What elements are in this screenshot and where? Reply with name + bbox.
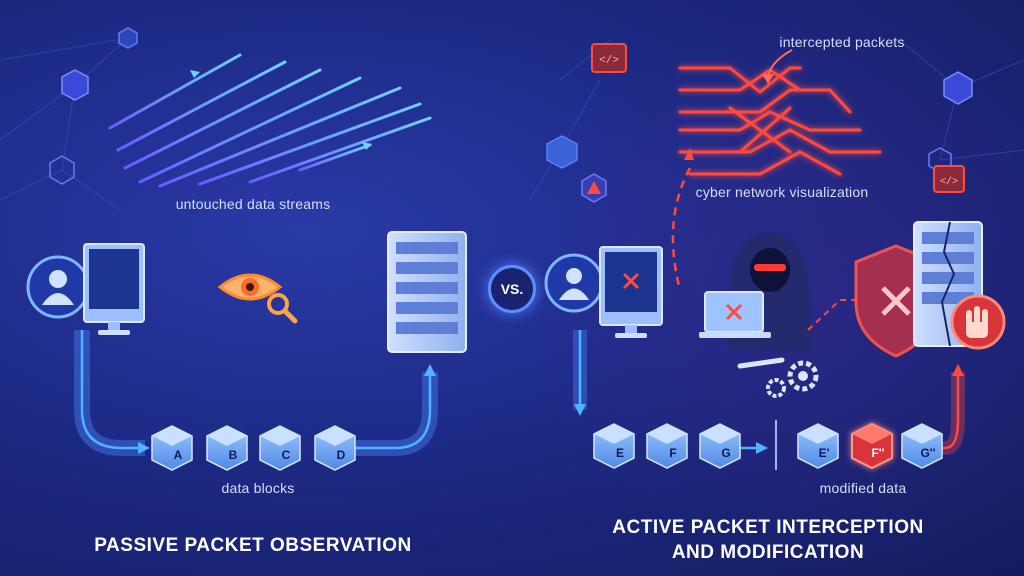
cyber-network-label: cyber network visualization: [695, 184, 869, 200]
arrow-line: [767, 49, 793, 79]
untouched-streams-label: untouched data streams: [175, 196, 331, 212]
background-hexagons: [49, 27, 973, 185]
data-block: [593, 423, 635, 469]
data-path: [355, 372, 438, 456]
block-letter: B: [228, 448, 238, 462]
arrow-icon: [362, 142, 372, 150]
hex-node: [49, 155, 75, 185]
block-letter: D: [336, 448, 346, 462]
warning-icon: [581, 173, 607, 203]
magnifier-icon: [267, 293, 298, 324]
data-block-modified: [851, 422, 893, 470]
data-path-line: [80, 330, 145, 450]
user-avatar-icon: [544, 253, 604, 313]
vs-badge: VS.: [488, 265, 536, 313]
arrow-icon: [190, 70, 200, 78]
arrow-icon: [952, 364, 964, 376]
arrow-icon: [138, 442, 150, 454]
block-letter: G'': [920, 446, 936, 460]
svg-text:</>: </>: [940, 176, 958, 188]
hex-node: [943, 71, 973, 105]
server-icon: [387, 231, 467, 353]
data-path-line: [355, 372, 432, 450]
gear-icon: [766, 378, 786, 398]
monitor-icon: [83, 243, 145, 335]
data-block-row-passive: [151, 425, 356, 471]
block-letter: F'': [871, 446, 885, 460]
hex-node: [118, 27, 138, 49]
data-block: [797, 423, 839, 469]
wrench-icon: [737, 357, 785, 369]
data-block: [646, 423, 688, 469]
laptop-icon: [699, 291, 771, 338]
hex-node: [546, 135, 578, 169]
block-letter: E': [818, 446, 830, 460]
data-block: [259, 425, 301, 471]
data-block: [151, 425, 193, 471]
passive-title: PASSIVE PACKET OBSERVATION: [94, 535, 412, 556]
data-streams: [108, 53, 432, 188]
block-letter: G: [721, 446, 731, 460]
intercepted-packets-label: intercepted packets: [779, 34, 905, 50]
monitor-icon: [599, 246, 663, 338]
code-icon: </>: [933, 165, 965, 193]
data-block: [314, 425, 356, 471]
block-letter: A: [173, 448, 183, 462]
block-letter: C: [281, 448, 291, 462]
code-icon: </>: [591, 43, 627, 73]
hex-node: [61, 69, 89, 101]
eye-icon: [217, 273, 283, 301]
data-block: [699, 423, 741, 469]
active-title-line1: ACTIVE PACKET INTERCEPTION: [612, 517, 924, 538]
arrow-icon: [574, 404, 586, 416]
data-block: [206, 425, 248, 471]
intercept-arrow: [671, 167, 692, 291]
svg-text:</>: </>: [599, 55, 619, 67]
data-path-line: [930, 372, 960, 450]
intercepted-packet-lines: [678, 66, 882, 176]
active-title-line2: AND MODIFICATION: [671, 542, 865, 563]
data-path: [74, 330, 145, 456]
block-letter: F: [669, 446, 677, 460]
modified-data-label: modified data: [819, 480, 907, 496]
arrow-icon: [684, 148, 694, 160]
arrow-icon: [756, 442, 768, 454]
user-avatar-icon: [26, 255, 90, 319]
data-block-row-modified: [797, 422, 943, 470]
stream-arrows: [190, 70, 372, 150]
arrow-icon: [424, 364, 436, 376]
data-block: [901, 423, 943, 469]
block-letter: E: [615, 446, 624, 460]
data-block-row-original: [593, 423, 741, 469]
stop-hand-icon: [950, 294, 1006, 350]
arrow-icon: [762, 74, 774, 84]
data-blocks-label: data blocks: [221, 480, 295, 496]
gear-icon: [787, 360, 819, 392]
